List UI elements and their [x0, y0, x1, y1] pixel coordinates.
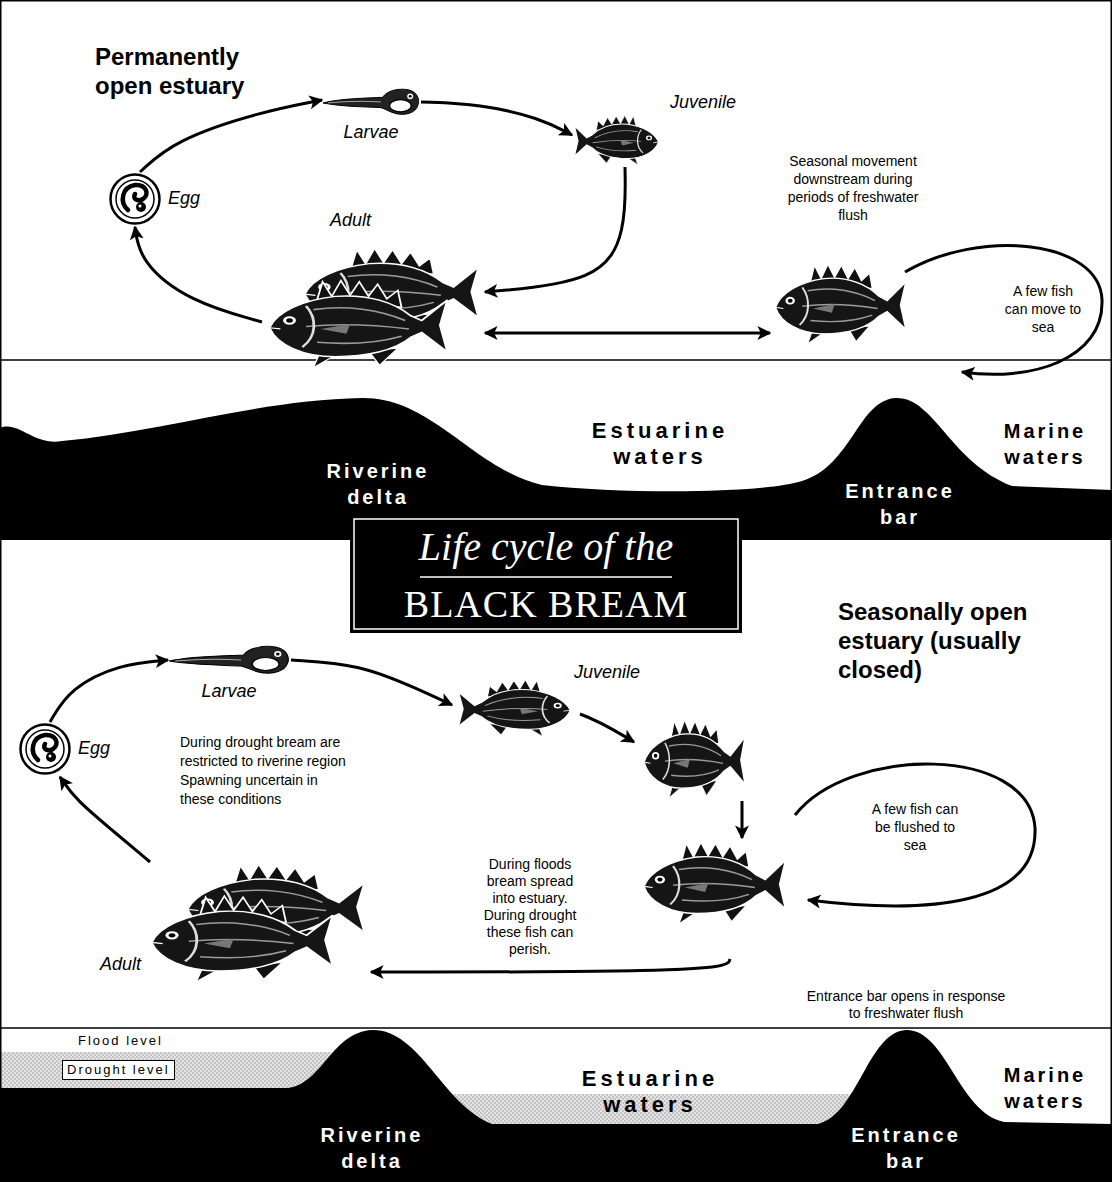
landform-label: Marine waters — [985, 1062, 1105, 1114]
cycle-arrow — [50, 660, 168, 722]
landform-label: Entrance bar — [830, 478, 970, 530]
egg-stage: Egg — [108, 172, 202, 227]
title-text: BLACK BREAM — [350, 581, 742, 627]
estuary-fish: During floods bream spread into estuary.… — [460, 838, 791, 959]
cycle-arrow — [371, 959, 730, 972]
egg-stage: Egg — [18, 722, 112, 777]
landform-label: Estuarine waters — [560, 418, 760, 470]
stage-label: Adult — [330, 210, 371, 231]
cycle-arrow — [421, 102, 572, 135]
juvenile-stage: Juvenile — [572, 92, 738, 167]
stage-label: Juvenile — [574, 662, 640, 683]
cycle-arrow — [485, 332, 770, 335]
panel-heading: Seasonally open estuary (usually closed) — [838, 597, 1090, 684]
stage-illustration — [262, 210, 485, 371]
landform-label: Marine waters — [985, 418, 1105, 470]
fish-figure — [775, 264, 906, 344]
cycle-arrow — [60, 777, 150, 862]
larvae-stage: Larvae — [322, 86, 421, 144]
stage-label: Larvae — [168, 681, 290, 702]
decoration — [420, 576, 672, 578]
stage-label: Larvae — [322, 122, 420, 143]
juvenile-stage: Juvenile — [452, 662, 749, 801]
stage-label: Juvenile — [670, 92, 736, 113]
landform-label: Riverine delta — [298, 458, 458, 510]
fish-figure — [151, 896, 332, 982]
stage-illustration — [452, 662, 749, 801]
fish-figure — [575, 115, 659, 164]
seaward-fish: Seasonal movement downstream during peri… — [770, 152, 923, 347]
title-text: Life cycle of the — [350, 523, 742, 571]
water-level-label: Flood level — [78, 1033, 163, 1049]
egg-figure — [111, 175, 160, 224]
stage-label: Adult — [100, 954, 141, 975]
note-text: A few fish can be flushed to sea — [863, 800, 967, 854]
landform-label: Entrance bar — [836, 1122, 976, 1174]
note-text: During drought bream are restricted to r… — [180, 733, 350, 809]
landform-label: Estuarine waters — [550, 1066, 750, 1118]
loop-arrow — [795, 764, 1035, 906]
larva-figure — [169, 646, 288, 673]
panel-divider — [0, 1027, 1112, 1029]
water-level-label: Drought level — [62, 1060, 175, 1080]
cycle-arrow — [135, 227, 262, 322]
title-box: Life cycle of theBLACK BREAM — [350, 515, 742, 633]
landform-label: Riverine delta — [292, 1122, 452, 1174]
cycle-arrow — [291, 660, 452, 705]
cycle-arrow — [140, 100, 322, 172]
cycle-arrow — [741, 801, 744, 838]
stage-label: Egg — [168, 188, 200, 209]
fish-figure — [269, 281, 447, 368]
loop-arrow — [905, 246, 1102, 375]
estuary-landscape-bottom — [0, 1030, 1112, 1182]
fish-figure — [644, 842, 786, 923]
egg-figure — [21, 725, 70, 774]
decoration — [580, 714, 634, 742]
note-text: Seasonal movement downstream during peri… — [784, 152, 922, 224]
cycle-arrow — [485, 167, 625, 292]
adult-stage: Adult — [100, 862, 371, 985]
note-text: A few fish can move to sea — [1001, 282, 1085, 336]
adult-stage: Adult — [262, 210, 485, 371]
stage-label: Egg — [78, 738, 110, 759]
panel-divider — [0, 359, 1112, 361]
larvae-stage: Larvae — [168, 643, 291, 703]
fish-figure — [458, 680, 570, 737]
note-text: During floods bream spread into estuary.… — [476, 856, 584, 958]
larva-figure — [323, 89, 419, 114]
note-text: Entrance bar opens in response to freshw… — [800, 988, 1012, 1022]
fish-figure — [644, 720, 745, 798]
panel-heading: Permanently open estuary — [95, 42, 270, 100]
